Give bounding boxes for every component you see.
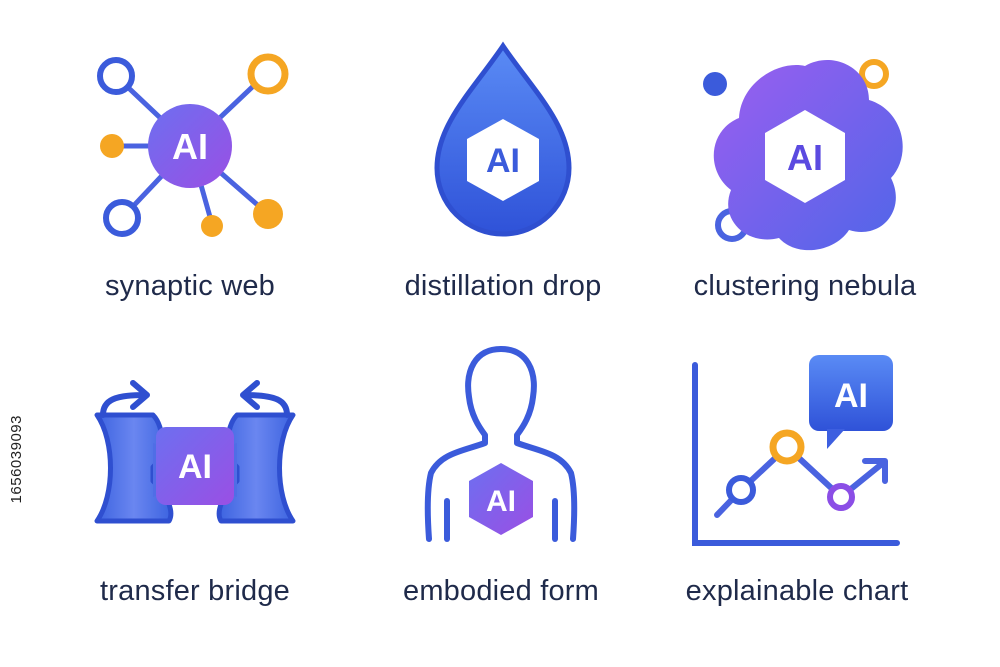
distillation-drop-card: AI distillation drop [353, 20, 653, 320]
icon-label: distillation drop [404, 270, 602, 302]
clustering-nebula-icon: AI [703, 59, 903, 251]
embodied-form-icon: AI [424, 346, 578, 542]
transfer-bridge-card: AI transfer bridge [45, 325, 345, 625]
synaptic-web-card: AI synaptic web [40, 20, 340, 320]
icon-label: synaptic web [104, 270, 276, 302]
transfer-bridge-icon: AI [94, 380, 296, 524]
icon-label: transfer bridge [100, 575, 290, 607]
distillation-drop-icon: AI [434, 41, 572, 237]
icon-label: clustering nebula [693, 270, 917, 302]
ai-badge-text: AI [787, 137, 823, 178]
ai-badge-text: AI [172, 126, 208, 167]
ai-badge-text: AI [834, 377, 868, 415]
stock-id-watermark: 1656039093 [8, 415, 25, 504]
clustering-nebula-card: AI clustering nebula [655, 20, 955, 320]
synaptic-web-icon: AI [97, 53, 289, 237]
ai-badge-text: AI [178, 448, 212, 486]
ai-badge-text: AI [486, 485, 516, 518]
explainable-chart-icon: AI [692, 355, 900, 546]
ai-badge-text: AI [486, 142, 520, 180]
icon-label: embodied form [402, 575, 600, 607]
embodied-form-card: AI embodied form [351, 325, 651, 625]
icon-label: explainable chart [685, 575, 909, 607]
explainable-chart-card: AI explainable chart [647, 325, 947, 625]
